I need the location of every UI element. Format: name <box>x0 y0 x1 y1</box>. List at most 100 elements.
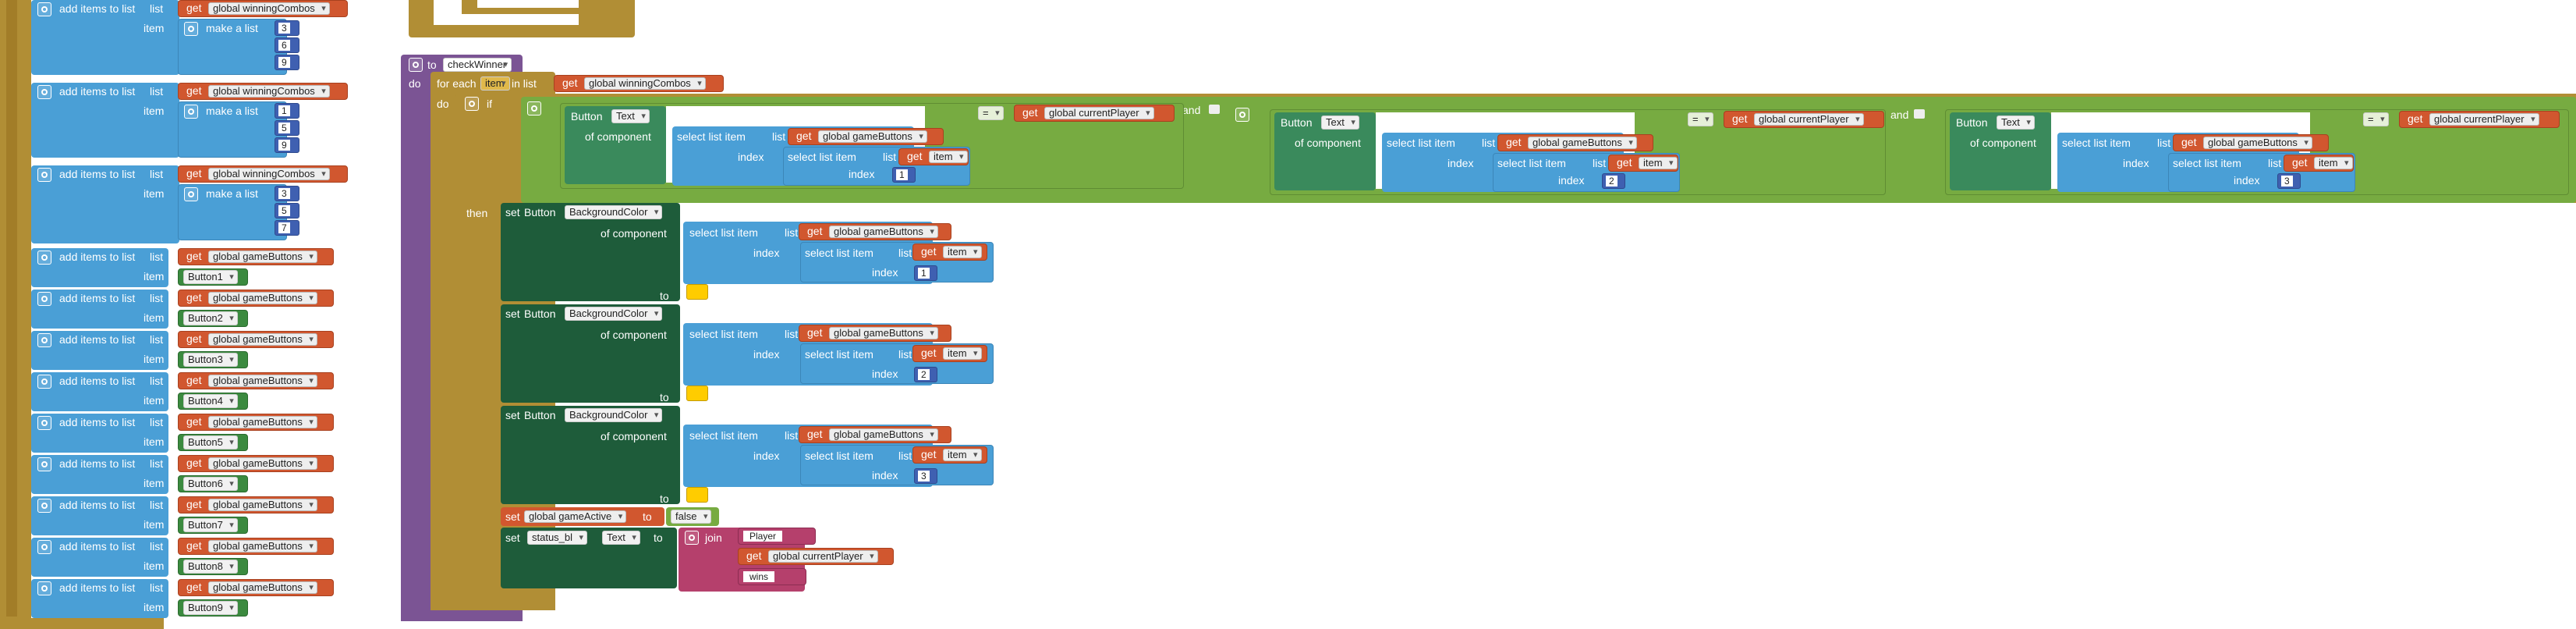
get-game-buttons-2-var-dropdown[interactable]: global gameButtons <box>208 292 317 304</box>
button-ref-block[interactable]: Button3 <box>178 351 248 368</box>
get-game-buttons-set-var-dropdown[interactable]: global gameButtons <box>829 226 938 238</box>
index-number-block[interactable]: 1 <box>892 167 916 183</box>
add-items-mutator-icon[interactable] <box>37 85 51 99</box>
button-name-dropdown[interactable]: Button1 <box>183 270 238 284</box>
number-block[interactable]: 6 <box>275 37 299 53</box>
index-value[interactable]: 1 <box>896 169 908 180</box>
equals-op-dropdown[interactable]: = <box>2363 112 2389 126</box>
add-items-combo-block[interactable] <box>31 83 179 158</box>
add-items-button-block[interactable] <box>31 290 168 329</box>
index-number-block[interactable]: 3 <box>2277 173 2301 189</box>
equals-op-dropdown[interactable]: = <box>1688 112 1713 126</box>
number-value[interactable]: 6 <box>278 40 290 51</box>
get-item-cmp-var-dropdown[interactable]: item <box>2314 157 2353 169</box>
text-prop-dropdown[interactable]: Text <box>611 109 650 123</box>
number-block[interactable]: 5 <box>275 203 299 219</box>
index-value[interactable]: 2 <box>918 369 930 380</box>
equals-op-dropdown[interactable]: = <box>978 106 1004 120</box>
number-block[interactable]: 9 <box>275 137 299 153</box>
add-items-mutator-icon[interactable] <box>37 540 51 554</box>
index-value[interactable]: 3 <box>918 471 930 482</box>
get-game-buttons-set-var-dropdown[interactable]: global gameButtons <box>829 327 938 339</box>
number-block[interactable]: 7 <box>275 220 299 236</box>
join-mutator-icon[interactable] <box>685 531 699 545</box>
procedure-name-field[interactable]: checkWinner <box>443 58 512 72</box>
wins-text-block[interactable]: wins <box>738 568 806 585</box>
add-items-button-block[interactable] <box>31 455 168 494</box>
get-game-buttons-5-var-dropdown[interactable]: global gameButtons <box>208 416 317 428</box>
add-items-combo-block[interactable] <box>31 165 179 243</box>
add-items-button-block[interactable] <box>31 496 168 535</box>
add-items-button-block[interactable] <box>31 538 168 577</box>
get-game-buttons-8-var-dropdown[interactable]: global gameButtons <box>208 540 317 553</box>
get-current-player-cmp-var-dropdown[interactable]: global currentPlayer <box>1044 107 1154 119</box>
number-value[interactable]: 1 <box>278 105 290 116</box>
index-number-block[interactable]: 2 <box>914 367 937 382</box>
number-block[interactable]: 1 <box>275 103 299 119</box>
get-game-buttons-3-var-dropdown[interactable]: global gameButtons <box>208 333 317 346</box>
number-value[interactable]: 5 <box>278 205 290 216</box>
add-items-mutator-icon[interactable] <box>37 375 51 389</box>
button-ref-block[interactable]: Button7 <box>178 517 248 534</box>
get-game-buttons-9-var-dropdown[interactable]: global gameButtons <box>208 581 317 594</box>
button-name-dropdown[interactable]: Button9 <box>183 601 238 615</box>
button-ref-block[interactable]: Button6 <box>178 475 248 492</box>
make-list-mutator-icon[interactable] <box>184 22 198 36</box>
add-items-mutator-icon[interactable] <box>37 2 51 16</box>
bgcolor-prop-dropdown[interactable]: BackgroundColor <box>565 307 663 321</box>
for-each-var-field[interactable]: item <box>480 76 510 91</box>
set-button-bgcolor-block[interactable] <box>501 203 680 301</box>
button-name-dropdown[interactable]: Button4 <box>183 394 238 408</box>
button-ref-block[interactable]: Button5 <box>178 434 248 451</box>
color-swatch-block[interactable] <box>686 386 708 401</box>
if-mutator-icon[interactable] <box>465 97 479 111</box>
bgcolor-prop-dropdown[interactable]: BackgroundColor <box>565 408 663 422</box>
get-item-cmp-var-dropdown[interactable]: item <box>929 151 968 163</box>
make-list-mutator-icon[interactable] <box>184 187 198 201</box>
make-a-list-block[interactable] <box>178 101 287 158</box>
index-value[interactable]: 3 <box>2281 176 2293 187</box>
and-mutator-icon[interactable] <box>527 101 541 115</box>
text-prop-dropdown[interactable]: Text <box>1997 115 2035 130</box>
index-value[interactable]: 2 <box>1606 176 1618 187</box>
number-value[interactable]: 7 <box>278 222 290 233</box>
get-game-buttons-set-var-dropdown[interactable]: global gameButtons <box>829 428 938 441</box>
game-active-var-dropdown[interactable]: global gameActive <box>524 510 627 523</box>
color-swatch-block[interactable] <box>686 487 708 503</box>
index-number-block[interactable]: 2 <box>1602 173 1625 189</box>
add-items-mutator-icon[interactable] <box>37 457 51 471</box>
number-block[interactable]: 3 <box>275 20 299 36</box>
set-button-bgcolor-block[interactable] <box>501 304 680 403</box>
get-item-set-var-dropdown[interactable]: item <box>943 246 982 258</box>
make-a-list-block[interactable] <box>178 19 287 75</box>
get-game-buttons-6-var-dropdown[interactable]: global gameButtons <box>208 457 317 470</box>
get-current-player-cmp-var-dropdown[interactable]: global currentPlayer <box>1754 113 1864 126</box>
add-items-mutator-icon[interactable] <box>37 416 51 430</box>
and-dropdown-2[interactable] <box>1914 109 1925 119</box>
add-items-mutator-icon[interactable] <box>37 581 51 595</box>
player-text-block[interactable]: Player <box>738 528 816 545</box>
set-button-bgcolor-block[interactable] <box>501 406 680 504</box>
get-item-set-var-dropdown[interactable]: item <box>943 449 982 461</box>
get-item-set-var-dropdown[interactable]: item <box>943 347 982 360</box>
add-items-button-block[interactable] <box>31 248 168 287</box>
text-prop-dropdown[interactable]: Text <box>1321 115 1359 130</box>
add-items-mutator-icon[interactable] <box>37 168 51 182</box>
